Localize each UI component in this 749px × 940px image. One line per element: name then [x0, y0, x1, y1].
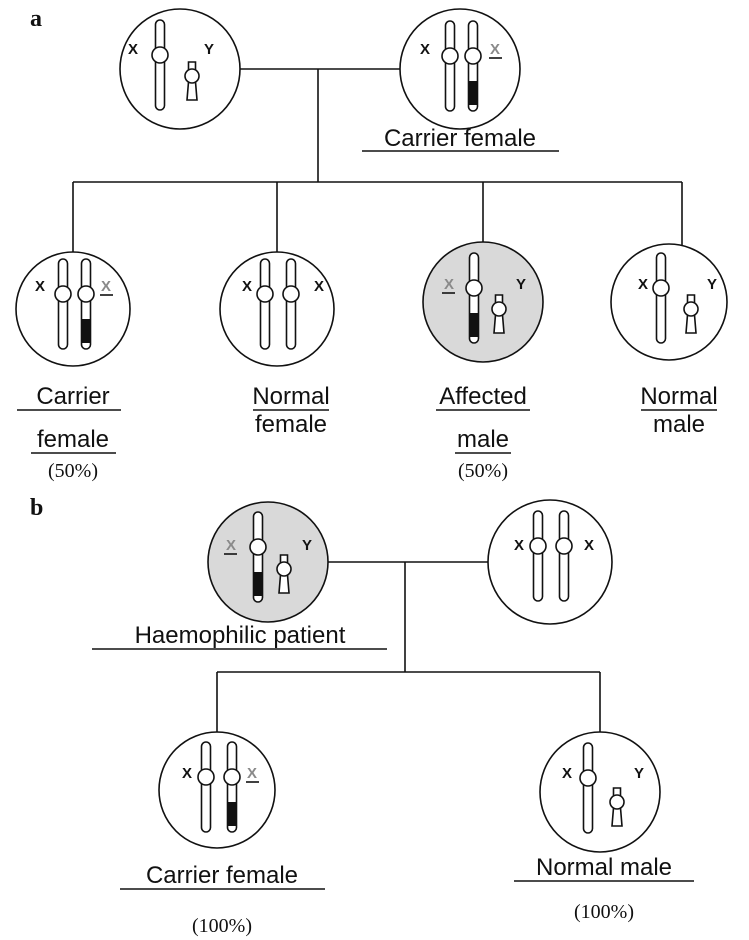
panel-b-child-1-caption: Carrier female — [146, 862, 298, 889]
panel-a-child-2-caption-line1: Normal — [252, 383, 329, 410]
x-label: X — [638, 276, 648, 293]
y-label: Y — [302, 537, 312, 554]
y-label: Y — [204, 41, 214, 58]
panel-a-child-affected-male-cell: X Y — [423, 242, 543, 362]
panel-b-child-2-caption: Normal male — [536, 854, 672, 881]
panel-a-child-3-caption-line2: male — [457, 426, 509, 453]
x-label: X — [35, 278, 45, 295]
panel-b-mother-cell: X X — [488, 500, 612, 624]
x-label: X — [242, 278, 252, 295]
panel-b-child-carrier-female-cell: X X — [159, 732, 275, 848]
panel-a-child-4-caption-line1: Normal — [640, 383, 717, 410]
panel-a-child-carrier-female-cell: X X — [16, 252, 130, 366]
panel-b-child-2-percent: (100%) — [574, 901, 634, 923]
panel-a-child-1-caption-line1: Carrier — [36, 383, 109, 410]
panel-a-child-1-percent: (50%) — [48, 460, 98, 482]
panel-b-father-cell: X Y — [208, 502, 328, 622]
panel-a-mother-caption: Carrier female — [384, 125, 536, 152]
panel-label-b: b — [30, 495, 43, 521]
panel-a-child-3-caption-line1: Affected — [439, 383, 527, 410]
mutant-x-label: X — [101, 278, 111, 295]
mutant-x-label: X — [444, 276, 454, 293]
panel-b-child-normal-male-cell: X Y — [540, 732, 660, 852]
panel-a-child-1-caption-line2: female — [37, 426, 109, 453]
y-label: Y — [707, 276, 717, 293]
panel-a-child-normal-female-cell: X X — [220, 252, 334, 366]
mutant-x-label: X — [247, 765, 257, 782]
panel-a-father-cell: X Y — [120, 9, 240, 129]
panel-a-child-4-caption-line2: male — [653, 411, 705, 438]
mutant-x-label: X — [226, 537, 236, 554]
panel-a-mother-cell: X X — [400, 9, 520, 129]
x-label: X — [514, 537, 524, 554]
x-label: X — [314, 278, 324, 295]
panel-b-child-1-percent: (100%) — [192, 915, 252, 937]
panel-label-a: a — [30, 6, 42, 32]
mutant-x-label: X — [490, 41, 500, 58]
x-label: X — [420, 41, 430, 58]
y-label: Y — [516, 276, 526, 293]
x-label: X — [182, 765, 192, 782]
panel-a-child-2-caption-line2: female — [255, 411, 327, 438]
panel-a-child-normal-male-cell: X Y — [611, 244, 727, 360]
x-label: X — [128, 41, 138, 58]
x-label: X — [584, 537, 594, 554]
x-label: X — [562, 765, 572, 782]
y-label: Y — [634, 765, 644, 782]
panel-a-child-3-percent: (50%) — [458, 460, 508, 482]
panel-b-father-caption: Haemophilic patient — [135, 622, 346, 649]
